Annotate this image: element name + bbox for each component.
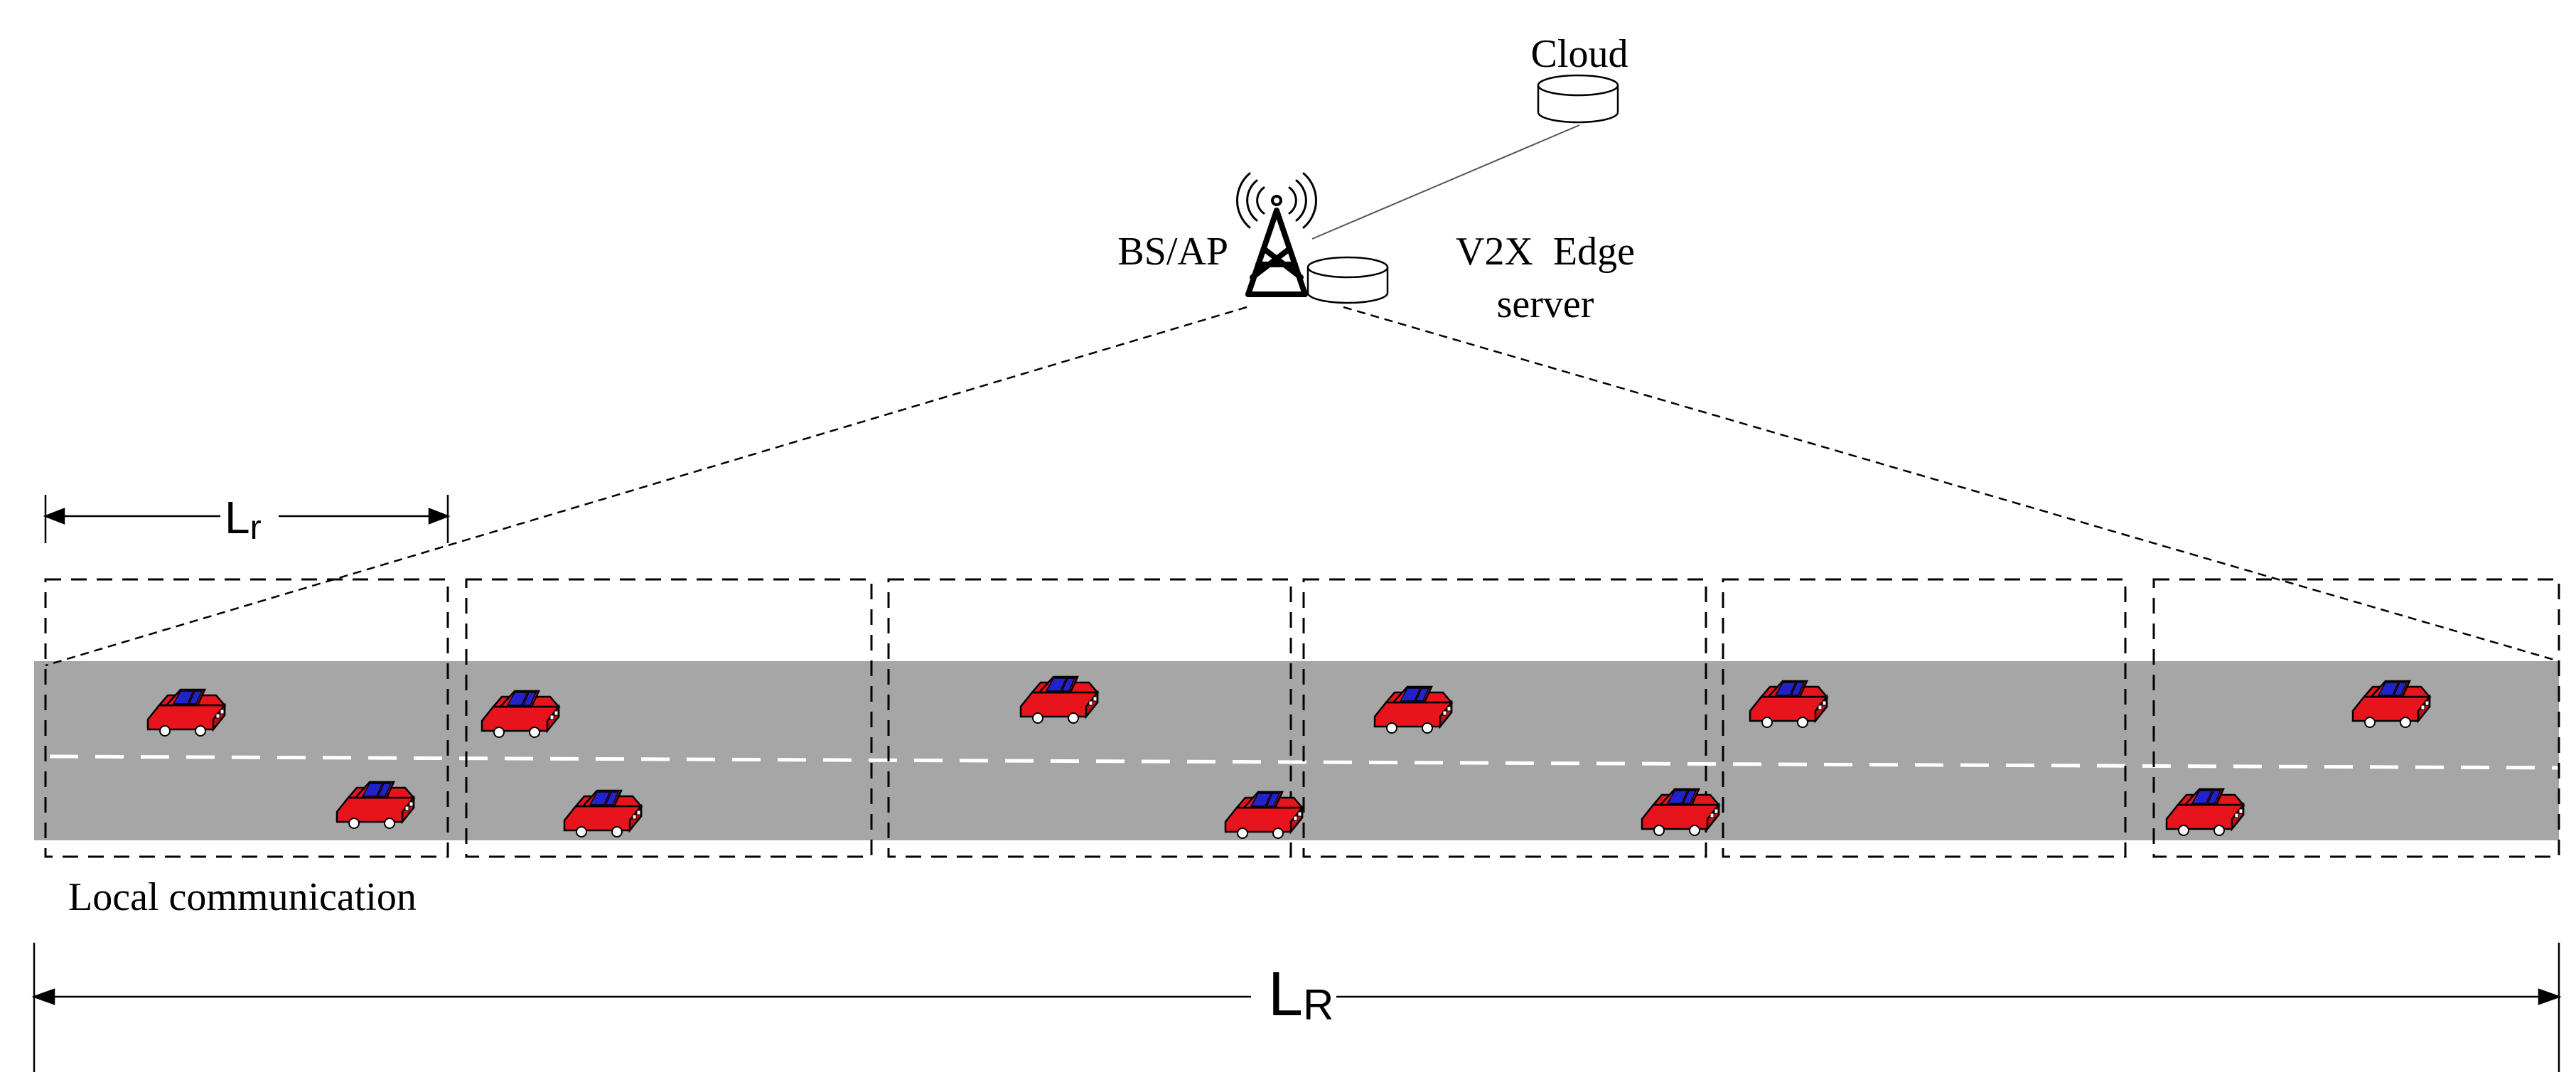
segment-box-3 <box>887 578 1292 858</box>
segment-box-5 <box>1722 578 2127 858</box>
coverage-line-left <box>45 306 1247 667</box>
local-communication-segments <box>44 578 2560 858</box>
segment-box-2 <box>465 578 873 858</box>
cloud-label: Cloud <box>1531 32 1628 76</box>
base-station-label: BS/AP <box>1117 230 1228 274</box>
edge-server-icon <box>1306 256 1389 304</box>
lr-label: Lr <box>225 492 262 547</box>
segment-box-4 <box>1302 578 1707 858</box>
lane-marking <box>49 754 2560 770</box>
edge-server-label-line1: V2X Edge <box>1456 230 1635 274</box>
edge-server-label-line2: server <box>1497 282 1594 326</box>
segment-box-1 <box>44 578 449 858</box>
antenna-tower-icon <box>1236 172 1317 297</box>
local-communication-label: Local communication <box>68 875 417 919</box>
lr-subscript: r <box>250 509 262 547</box>
segment-box-6 <box>2152 578 2560 858</box>
LR-dimension <box>31 943 2562 1072</box>
lr-dimension <box>43 495 451 543</box>
LR-label: LR <box>1268 958 1333 1029</box>
cloud-server-icon <box>1537 74 1619 124</box>
coverage-line-right <box>1343 306 2560 663</box>
cloud-link <box>1311 124 1580 240</box>
LR-subscript: R <box>1303 981 1333 1029</box>
